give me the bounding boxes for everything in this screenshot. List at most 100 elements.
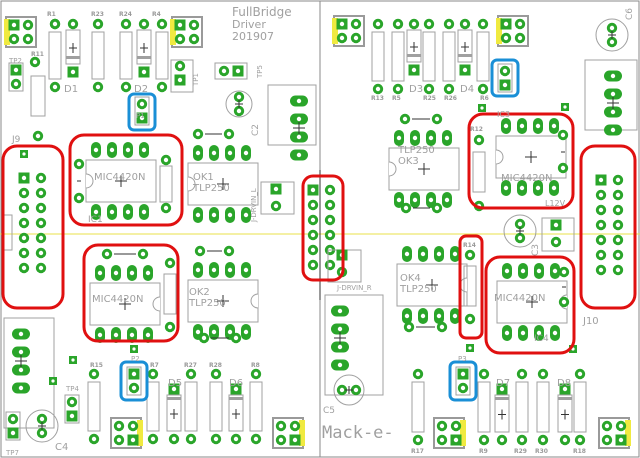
left-bottom-block-pad: [12, 328, 30, 340]
r5-pad: [392, 18, 404, 30]
r30-pad: [537, 434, 549, 446]
p2-pad: [128, 382, 140, 394]
r7-body: [146, 381, 160, 432]
j9-pad: [18, 262, 30, 274]
l12v-pad: [550, 236, 562, 248]
power-header-tl-pad: [22, 33, 34, 45]
ok3-diode2-pad: [400, 202, 412, 214]
label-r17: R17: [411, 448, 424, 455]
highlight-p3[interactable]: [448, 360, 478, 402]
tp7-pad: [7, 413, 19, 425]
r29-pad: [516, 368, 528, 380]
r6-pad: [477, 18, 489, 30]
ok3-notch: [388, 161, 397, 177]
label-r11: R11: [31, 51, 44, 58]
d5-band: [167, 397, 181, 400]
ic1-aux-pad: [73, 158, 85, 170]
highlight-ic1[interactable]: [68, 133, 184, 227]
tp2-pad: [10, 78, 22, 90]
power-header-tr1-pin1-mark: [332, 18, 338, 44]
r6-body: [476, 31, 490, 82]
label-tp4: TP4: [65, 385, 79, 393]
right-bottom-block-outline: [324, 294, 384, 396]
power-header-bl-pad: [127, 420, 139, 432]
label-d1: D1: [64, 84, 78, 95]
ok1-diode-pad: [192, 128, 204, 140]
power-header-tr1-pad: [336, 18, 348, 30]
highlight-center-header[interactable]: [301, 174, 345, 282]
label-ic4-value: MIC4420N: [494, 293, 546, 304]
r24-pad: [120, 81, 132, 93]
ic4-pin: [518, 325, 528, 341]
d3-band: [407, 54, 421, 57]
power-header-br1-pad: [436, 420, 448, 432]
j10-pad: [612, 264, 624, 276]
d3-body: [406, 29, 422, 63]
d8-band: [558, 397, 572, 400]
power-header-tm-pad: [188, 33, 200, 45]
ok3-pin: [426, 130, 436, 146]
r12-body: [472, 151, 486, 193]
ok2-pin: [241, 324, 251, 340]
highlight-p2[interactable]: [119, 360, 149, 402]
highlight-ic3[interactable]: [467, 112, 575, 210]
power-header-tr1-pad: [350, 32, 362, 44]
ok2-pin: [209, 262, 219, 278]
r1-pad: [49, 81, 61, 93]
highlight-j9[interactable]: [1, 144, 65, 310]
r18-pad: [574, 368, 586, 380]
label-ic3-ref: IC3: [497, 110, 510, 119]
ic2-pin: [111, 265, 121, 281]
r23-pad: [92, 81, 104, 93]
r1-pad: [49, 18, 61, 30]
label-j9: J9: [11, 135, 21, 145]
ic4-pin: [518, 263, 528, 279]
ic3-pin: [501, 118, 511, 134]
power-header-bl-pad: [113, 434, 125, 446]
label-ok3-value: TLP250: [397, 145, 435, 156]
j10-pad: [595, 234, 607, 246]
highlight-p1[interactable]: [127, 92, 157, 132]
ic3-ref-pad: [561, 103, 569, 111]
left-4pin-block-pad: [290, 149, 308, 161]
power-header-tr2-pad: [514, 32, 526, 44]
label-r28: R28: [209, 362, 222, 369]
c-ic2: [163, 273, 177, 315]
title-line-1: FullBridge: [232, 5, 292, 19]
r26-pad: [443, 18, 455, 30]
ok3-diode2-pad: [431, 202, 443, 214]
ic2-notch: [152, 296, 161, 312]
r27-pad: [185, 433, 197, 445]
left-4pin-block-pad: [290, 95, 308, 107]
j10-pad: [612, 249, 624, 261]
power-header-br2-pad: [601, 434, 613, 446]
r14-pad: [464, 313, 476, 325]
ok4-pin: [434, 308, 444, 324]
label-ok2-ref: OK2: [189, 287, 210, 298]
d7-pad: [496, 434, 508, 446]
ok2-notch: [250, 293, 259, 309]
ic4-pin: [550, 325, 560, 341]
d4-band: [458, 54, 472, 57]
r24-pad: [120, 18, 132, 30]
ic1-cap-pad: [160, 154, 172, 166]
r7-pad: [147, 368, 159, 380]
highlight-r14[interactable]: [458, 234, 484, 340]
highlight-ic4[interactable]: [484, 255, 576, 355]
j10-pad: [612, 189, 624, 201]
r30-pad: [537, 368, 549, 380]
highlight-j10[interactable]: [579, 144, 637, 310]
r9-pad: [478, 434, 490, 446]
ic2-diode-pad: [137, 248, 149, 260]
label-r29: R29: [514, 448, 527, 455]
center-header-pad: [307, 214, 319, 226]
right-4pin-block-pad: [604, 70, 622, 82]
label-r9: R9: [479, 448, 488, 455]
label-r27: R27: [184, 362, 197, 369]
highlight-p4[interactable]: [490, 58, 520, 98]
j9-pad: [18, 202, 30, 214]
highlight-ic2[interactable]: [82, 243, 180, 343]
p3-outline: [455, 366, 471, 396]
j9-pad: [18, 247, 30, 259]
jdrvin-l-pad: [270, 183, 282, 195]
